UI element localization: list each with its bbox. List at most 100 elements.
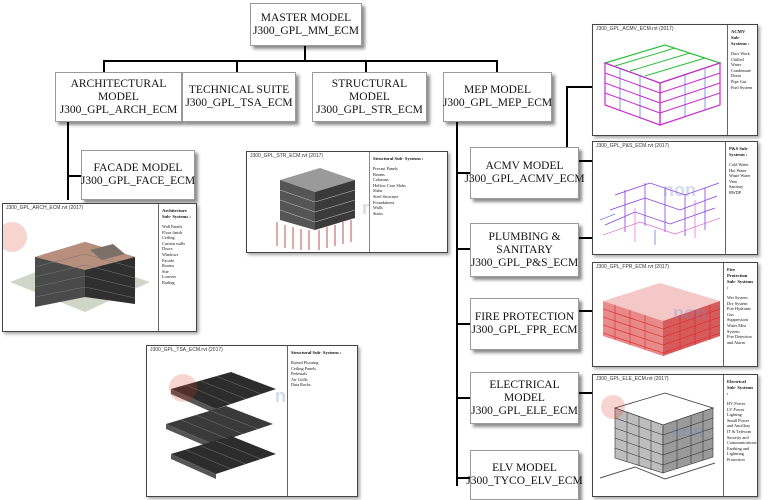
node-title: FIRE PROTECTION (474, 311, 575, 323)
legend-title: Architecture Sub- Systems : (162, 208, 191, 219)
legend-list: HV Power LV Power Lighting Small Power a… (727, 401, 757, 463)
legend-item: Small Power and Ancillary (727, 417, 751, 429)
legend-item: Foundations (373, 199, 395, 205)
legend-title: Structural Sub- Systems : (373, 156, 424, 161)
legend-item: Cold Water (729, 162, 749, 167)
node-title: FACADE MODEL (93, 162, 183, 174)
legend-item: Steel Structure (373, 193, 399, 199)
watermark-text: non (673, 303, 706, 323)
ele-model-preview: J300_GPL_ELE_ECM.rvt (2017) non Electric… (592, 374, 758, 497)
preview-caption: J300_GPL_ACMV_ECM.rvt (2017) (596, 26, 674, 32)
connector (456, 120, 458, 486)
legend-item: RWDP (729, 189, 742, 195)
subsystem-legend: ACMV Sub- Systems : Duct Work Chilled Wa… (727, 25, 757, 135)
legend-item: Air Grills (291, 376, 308, 382)
node-title: STRUCTURAL MODEL (331, 77, 408, 103)
facade-model-node[interactable]: FACADE MODEL J300_GPL_FACE_ECM (81, 150, 195, 200)
fpr-model-preview: J300_GPL_FPR_ECM.rvt (2017) non Fire Pro… (592, 262, 758, 367)
legend-item: Security and Communications (727, 434, 757, 446)
node-file: J300_GPL_MEP_ECM (442, 97, 553, 109)
connector (456, 397, 470, 399)
legend-title: Fire Protection Sub- Systems : (727, 267, 754, 290)
connector (456, 248, 470, 250)
acmv-ductwork-render (603, 44, 722, 126)
node-title-2: SANITARY (496, 243, 553, 256)
legend-item: Lighting (727, 412, 742, 418)
ps-piping-render (599, 182, 721, 245)
connector (67, 120, 69, 200)
plumbing-sanitary-node[interactable]: PLUMBING & SANITARY J300_GPL_P&S_ECM (470, 223, 579, 277)
preview-caption: J300_GPL_ELE_ECM.rvt (2017) (596, 376, 669, 382)
master-model-node[interactable]: MASTER MODEL J300_GPL_MM_ECM (250, 3, 362, 46)
architectural-model-node[interactable]: ARCHITECTURAL MODEL J300_GPL_ARCH_ECM (55, 72, 182, 122)
acmv-model-node[interactable]: ACMV MODEL J300_GPL_ACMV_ECM (464, 147, 585, 199)
node-file: J300_GPL_STR_ECM (316, 103, 423, 116)
legend-list: Wet System Dry System Fire Hydrants Gas … (727, 295, 754, 345)
preview-caption: J300_GPL_FPR_ECM.rvt (2017) (596, 264, 670, 270)
legend-item: Rooms (162, 263, 175, 269)
connector (236, 60, 238, 72)
legend-item: LV Power (727, 406, 745, 412)
ps-model-preview: J300_GPL_P&S_ECM.rvt (2017) non P&S Sub-… (592, 141, 758, 255)
watermark-text: non (663, 180, 696, 200)
legend-item: Curtain walls (162, 240, 186, 246)
legend-item: Pipe Gut (731, 78, 747, 84)
legend-title: ACMV Sub- Systems : (731, 29, 750, 46)
legend-item: Earthing and Lightning Protection (727, 445, 750, 462)
technical-suite-node[interactable]: TECHNICAL SUITE J300_GPL_TSA_ECM (182, 72, 296, 122)
structural-model-node[interactable]: STRUCTURAL MODEL J300_GPL_STR_ECM (312, 72, 427, 122)
subsystem-legend: Fire Protection Sub- Systems : Wet Syste… (723, 263, 757, 366)
legend-item: Ceiling (162, 235, 175, 241)
legend-list: Raised Flooring Ceiling Panels Pedestals… (291, 360, 354, 388)
legend-item: Raised Flooring (291, 360, 319, 365)
legend-item: Waste Water (729, 173, 751, 179)
arch-model-preview: J300_GPL_ARCH_ECM.rvt (2017) Architectur… (2, 203, 197, 332)
legend-item: Data Racks (291, 382, 311, 388)
electrical-model-node[interactable]: ELECTRICAL MODEL J300_GPL_ELE_ECM (470, 372, 579, 424)
node-file: J300_TYCO_ELV_ECM (466, 475, 583, 487)
legend-list: Cold Water Hot Water Waste Water Vent Sa… (729, 162, 754, 196)
legend-item: Wall Panels (162, 224, 183, 229)
connector (577, 392, 592, 394)
structural-building-render (276, 168, 356, 250)
subsystem-legend: Structural Sub- Systems : Precast Panels… (369, 152, 447, 252)
subsystem-legend: Architecture Sub- Systems : Wall Panels … (158, 204, 196, 331)
node-file: J300_GPL_FACE_ECM (80, 175, 196, 187)
connector (496, 60, 498, 72)
legend-list: Duct Work Chilled Water Condensate Drain… (731, 51, 754, 90)
legend-item: Fuel System (731, 84, 753, 90)
connector (103, 60, 498, 62)
legend-title: P&S Sub- Systems : (729, 146, 749, 157)
node-file: J300_GPL_ARCH_ECM (59, 103, 178, 116)
watermark-logo (169, 374, 197, 402)
node-file: J300_GPL_P&S_ECM (470, 256, 579, 269)
node-file: J300_GPL_FPR_ECM (471, 324, 578, 336)
legend-item: Windows (162, 251, 179, 257)
node-title-2: MODEL (98, 90, 139, 103)
ele-building-render (599, 392, 716, 480)
elv-model-node[interactable]: ELV MODEL J300_TYCO_ELV_ECM (466, 450, 583, 500)
connector (67, 175, 81, 177)
legend-title: Electrical Sub- Systems : (727, 379, 754, 396)
mep-model-node[interactable]: MEP MODEL J300_GPL_MEP_ECM (443, 72, 552, 122)
legend-item: Precast Panels (373, 166, 398, 171)
legend-item: Ceiling Panels (291, 365, 316, 371)
node-title: ELECTRICAL MODEL (489, 378, 560, 404)
legend-item: Stairs (373, 210, 383, 216)
legend-list: Precast Panels Beams Columns Hollow Core… (373, 166, 444, 216)
legend-item: Vent (729, 178, 737, 184)
legend-item: HV Power (727, 401, 746, 406)
legend-title: Structural Sub- Systems : (291, 350, 342, 355)
fire-protection-node[interactable]: FIRE PROTECTION J300_GPL_FPR_ECM (470, 298, 579, 350)
legend-item: Walls (373, 205, 383, 211)
connector (456, 172, 470, 174)
node-title: ACMV MODEL (485, 160, 564, 172)
node-title: ELV MODEL (492, 462, 557, 474)
connector (577, 310, 592, 312)
node-file: J300_GPL_MM_ECM (252, 24, 360, 37)
preview-caption: J300_GPL_ARCH_ECM.rvt (2017) (6, 205, 84, 211)
legend-item: Chilled Water (731, 56, 744, 68)
legend-list: Wall Panels Floor finish Ceiling Curtain… (162, 224, 193, 286)
arch-building-render (10, 242, 150, 312)
legend-item: Condensate Drain (731, 67, 752, 79)
